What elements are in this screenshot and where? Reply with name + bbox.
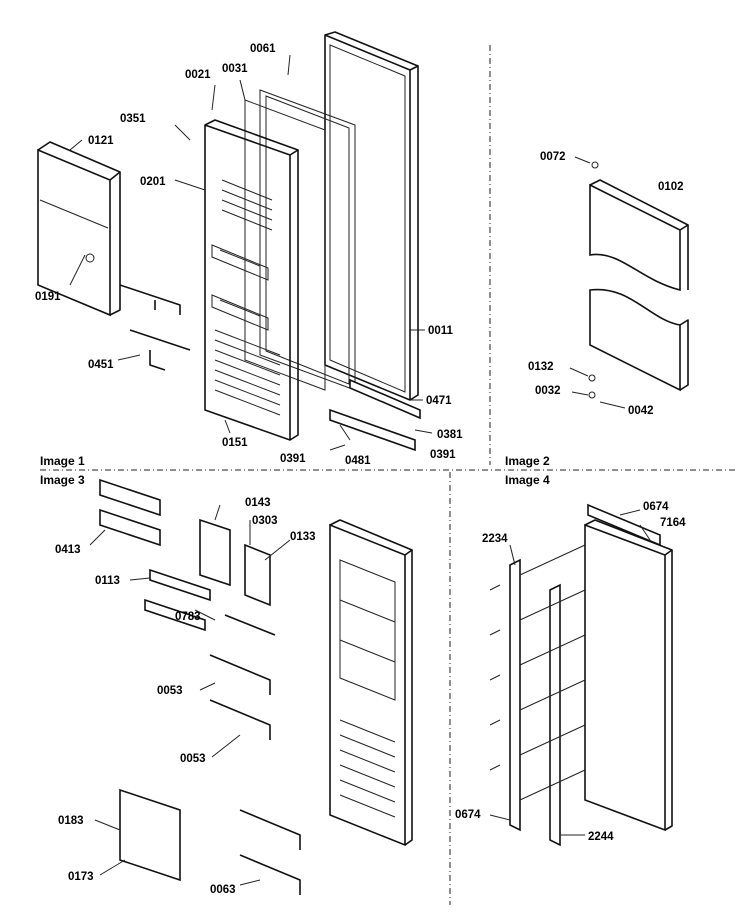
- part-label: 0061: [250, 43, 276, 55]
- part-label: 0381: [437, 429, 463, 441]
- part-label: 0121: [88, 135, 114, 147]
- caption-image3: Image 3: [40, 473, 85, 487]
- caption-image1: Image 1: [40, 454, 85, 468]
- part-label: 0053: [180, 753, 206, 765]
- part-label: 0021: [185, 69, 211, 81]
- part-label: 0102: [658, 181, 684, 193]
- part-label: 0133: [290, 531, 316, 543]
- door-liner-lines: [339, 559, 396, 818]
- part-label: 2244: [588, 831, 614, 843]
- image3-assembly: [89, 478, 413, 895]
- part-label: 0674: [643, 501, 669, 513]
- part-label: 0072: [540, 151, 566, 163]
- part-label: 0481: [345, 455, 371, 467]
- part-label: 0113: [95, 575, 120, 587]
- part-label: 0391: [280, 453, 306, 465]
- part-label: 7164: [660, 517, 686, 529]
- caption-image4: Image 4: [505, 473, 550, 487]
- part-label: 0391: [430, 449, 456, 461]
- part-label: 0674: [455, 809, 481, 821]
- part-label: 0173: [68, 871, 94, 883]
- part-label: 0471: [426, 395, 452, 407]
- part-label: 0451: [88, 359, 114, 371]
- liner-shelf-lines: [211, 179, 281, 416]
- image1-assembly: [37, 31, 433, 452]
- part-label: 0413: [55, 544, 81, 556]
- part-label: 0031: [222, 63, 248, 75]
- part-label: 0183: [58, 815, 84, 827]
- part-label: 2234: [482, 533, 508, 545]
- part-label: 0191: [35, 291, 61, 303]
- part-label: 0303: [252, 515, 278, 527]
- part-label: 0143: [245, 497, 271, 509]
- image1-leaders: [69, 54, 433, 434]
- part-label: 0132: [528, 361, 554, 373]
- part-label: 0042: [628, 405, 654, 417]
- part-label: 0201: [140, 176, 166, 188]
- part-label: 0151: [222, 437, 248, 449]
- caption-image2: Image 2: [505, 454, 550, 468]
- part-label: 0032: [535, 385, 561, 397]
- image2-assembly: [569, 156, 689, 409]
- part-label: 0063: [210, 884, 236, 896]
- part-label: 0783: [175, 611, 201, 623]
- part-label: 0011: [428, 325, 454, 337]
- image3-leaders: [89, 504, 291, 886]
- quadrant-dividers: [40, 45, 736, 905]
- part-label: 0053: [157, 685, 183, 697]
- part-label: 0351: [120, 113, 146, 125]
- image4-assembly: [489, 503, 673, 847]
